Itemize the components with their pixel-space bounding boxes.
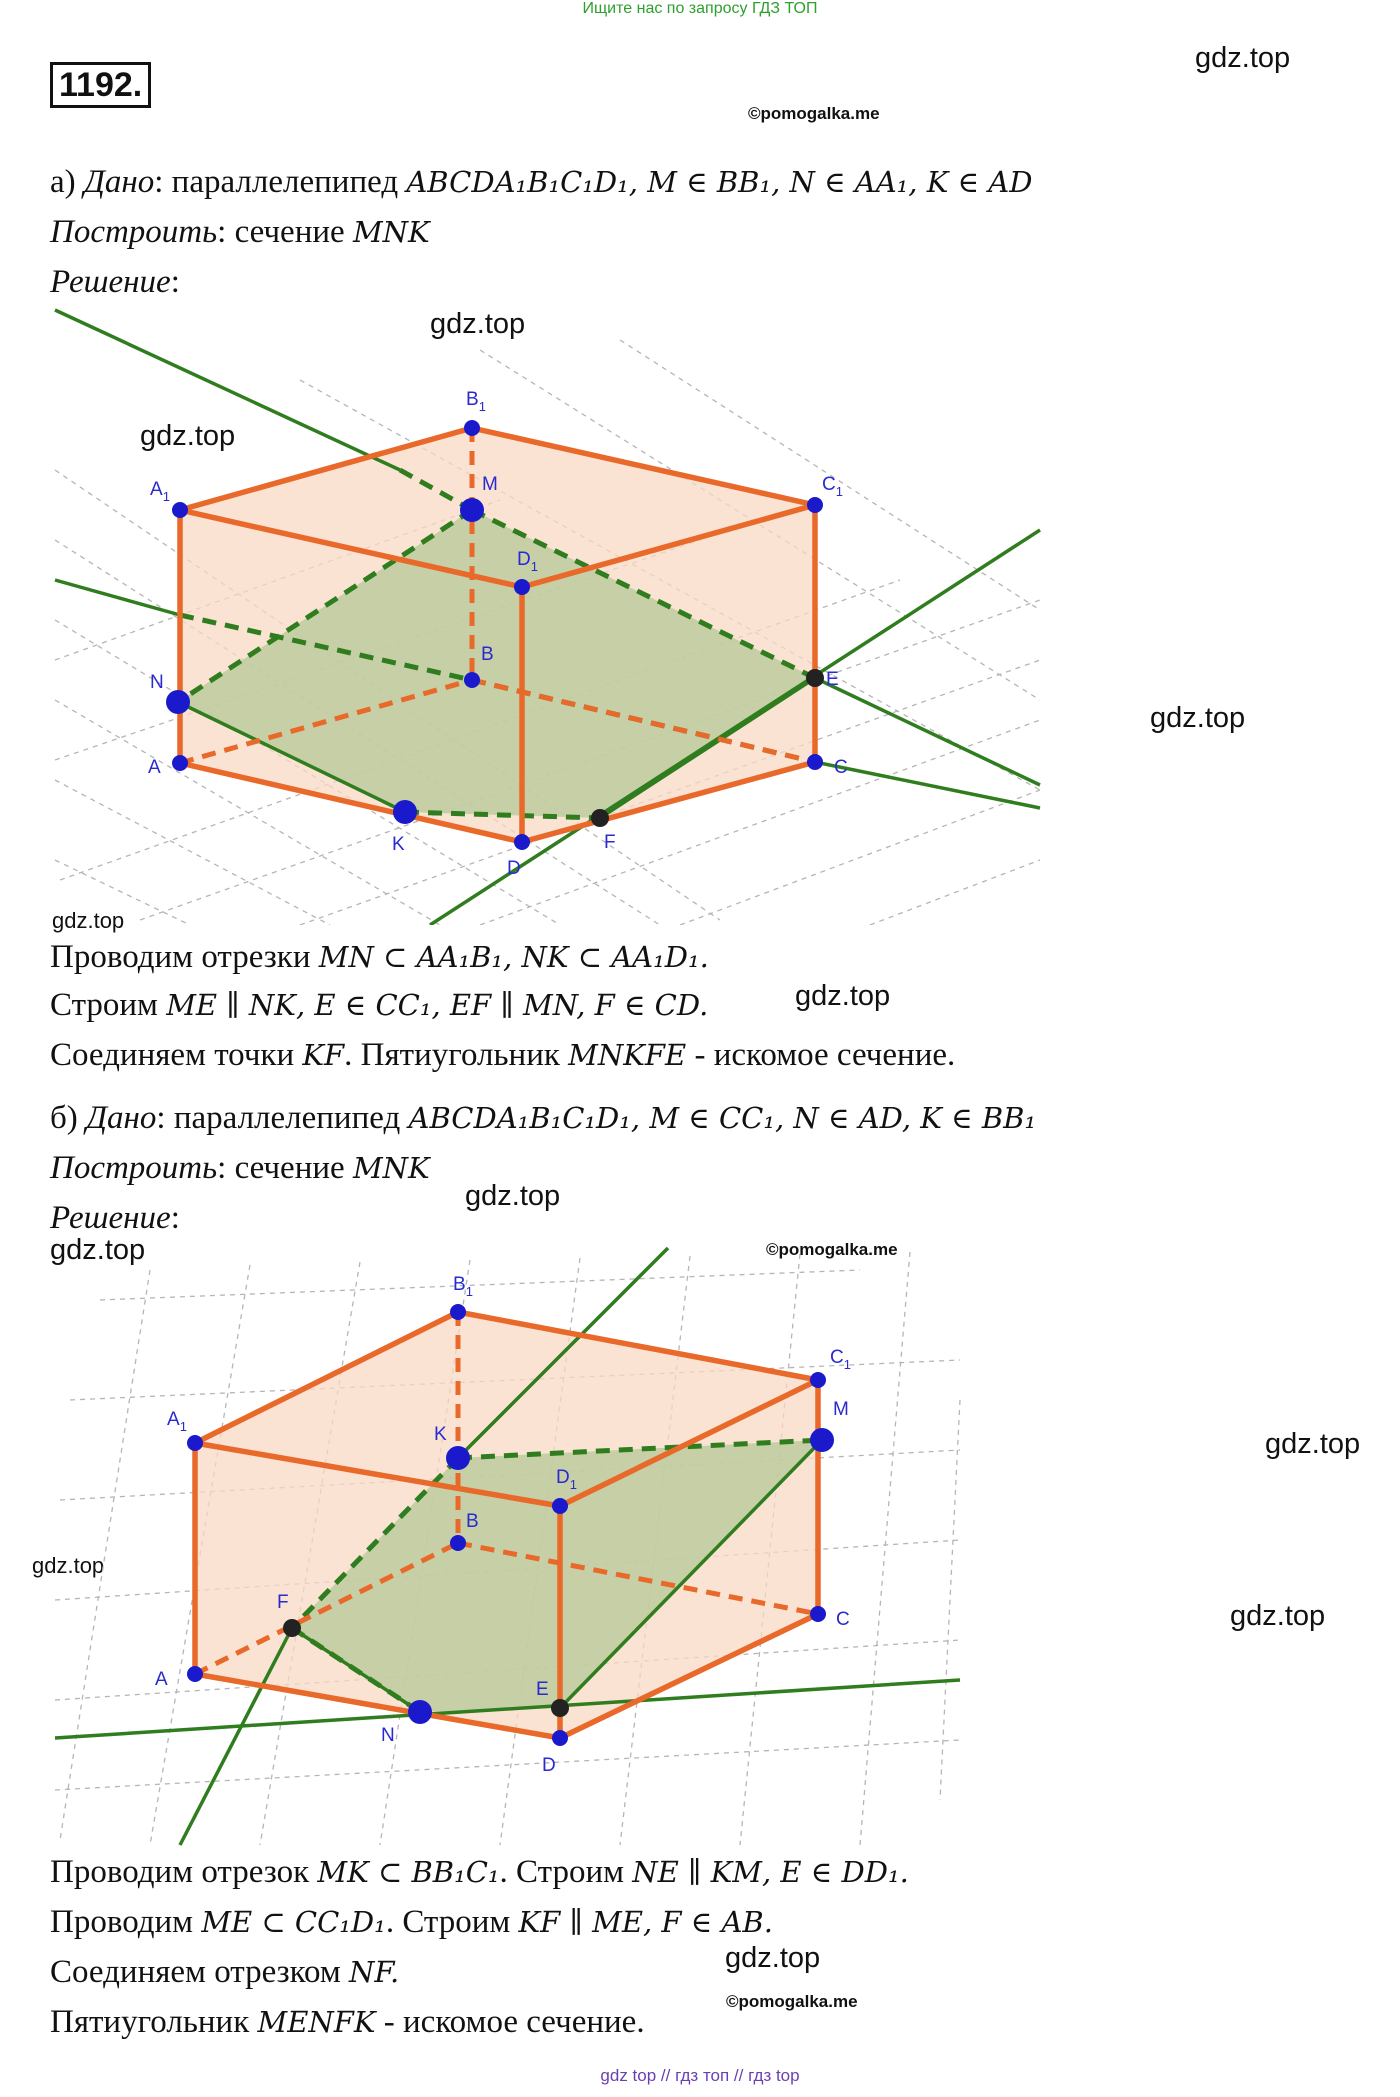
label-e: E [536,1679,549,1700]
part-b-step-3: Соединяем отрезком NF. [50,1954,400,1990]
part-a-step-2: Строим ME ∥ NK, E ∈ CC₁, EF ∥ MN, F ∈ CD… [50,987,709,1023]
part-a-construct: Построить: сечение MNK [50,214,430,250]
task-number: 1192. [50,62,152,108]
label-m: M [833,1399,849,1420]
label-d: D [542,1755,556,1776]
watermark: gdz.top [725,1942,821,1974]
label-k: K [434,1424,447,1445]
section-b [292,1440,822,1712]
label-m: M [482,474,498,495]
point-c [807,754,823,770]
point-a [187,1666,203,1682]
point-b [450,1535,466,1551]
part-a-given: а) Дано: параллелепипед ABCDA₁B₁C₁D₁, M … [50,164,1033,200]
copyright-note: ©pomogalka.me [766,1240,898,1259]
point-d [552,1730,568,1746]
watermark: gdz.top [52,908,125,933]
copyright-note: ©pomogalka.me [748,104,880,123]
part-b-solution-label: Решение: [50,1200,180,1236]
watermark: gdz.top [50,1234,146,1266]
point-a [172,755,188,771]
copyright-note: ©pomogalka.me [726,1992,858,2011]
label-e: E [826,669,839,690]
point-e [806,669,824,687]
label-b: B [466,1511,479,1532]
part-a-solution-label: Решение: [50,264,180,300]
point-b1 [450,1304,466,1320]
green-lines-a [54,308,1041,925]
watermark: gdz.top [430,308,526,340]
label-d: D [507,858,521,879]
part-b-step-2: Проводим ME ⊂ CC₁D₁. Строим KF ∥ ME, F ∈… [50,1904,773,1940]
label-c: C [836,1609,850,1630]
point-m [460,498,484,522]
figure-b: A1 B1 C1 D1 M K B F A C E N D [54,1246,961,1846]
label-d1: D1 [517,549,538,574]
label-a: A [148,757,161,778]
point-b [464,672,480,688]
label-n: N [150,672,164,693]
figure-a: A1 B1 C1 D1 M N B E A C K D F [54,308,1041,925]
point-d1 [514,579,530,595]
points-a [166,420,824,850]
part-b-step-4: Пятиугольник MENFK - искомое сечение. [50,2004,645,2040]
label-a1: A1 [167,1409,187,1434]
label-b1: B1 [466,389,486,414]
part-b-construct: Построить: сечение MNK [50,1150,430,1186]
point-k [446,1446,470,1470]
point-c [810,1606,826,1622]
watermark: gdz.top [1195,42,1291,74]
point-d [514,834,530,850]
watermark: gdz.top [1230,1600,1326,1632]
part-b-step-1: Проводим отрезок MK ⊂ BB₁C₁. Строим NE ∥… [50,1854,909,1890]
label-c: C [834,757,848,778]
point-d1 [552,1498,568,1514]
watermark: gdz.top [465,1180,561,1212]
point-k [393,800,417,824]
point-c1 [810,1372,826,1388]
point-a1 [172,502,188,518]
part-a-step-3: Соединяем точки KF. Пятиугольник MNKFE -… [50,1037,956,1073]
point-f [283,1619,301,1637]
watermark: gdz.top [795,980,891,1012]
label-b1: B1 [453,1274,473,1299]
footer-links[interactable]: gdz top // гдз топ // гдз top [600,2066,800,2085]
box-a-hidden-edges [179,428,816,766]
point-c1 [807,497,823,513]
part-a-step-1: Проводим отрезки MN ⊂ AA₁B₁, NK ⊂ AA₁D₁. [50,939,709,975]
watermark: gdz.top [140,420,236,452]
label-a: A [155,1669,168,1690]
watermark: gdz.top [1150,702,1246,734]
label-c1: C1 [822,474,843,499]
labels-a: A1 B1 C1 D1 M N B E A C K D F [148,389,848,879]
search-hint: Ищите нас по запросу ГДЗ ТОП [582,0,818,17]
part-b-given: б) Дано: параллелепипед ABCDA₁B₁C₁D₁, M … [50,1100,1037,1136]
point-n [166,690,190,714]
points-b [187,1304,834,1746]
label-d1: D1 [556,1467,577,1492]
watermark: gdz.top [1265,1428,1361,1460]
point-e [551,1699,569,1717]
point-b1 [464,420,480,436]
point-f [591,809,609,827]
label-k: K [392,834,405,855]
label-f: F [604,832,616,853]
point-n [408,1700,432,1724]
label-b: B [481,644,494,665]
label-n: N [381,1725,395,1746]
watermark: gdz.top [32,1553,105,1578]
point-m [810,1428,834,1452]
label-c1: C1 [830,1347,851,1372]
green-dashed-b [290,1437,823,1715]
label-a1: A1 [150,479,170,504]
point-a1 [187,1435,203,1451]
section-a [178,510,815,818]
box-b-hidden-edges [193,1312,819,1677]
labels-b: A1 B1 C1 D1 M K B F A C E N D [155,1274,851,1776]
label-f: F [277,1592,289,1613]
